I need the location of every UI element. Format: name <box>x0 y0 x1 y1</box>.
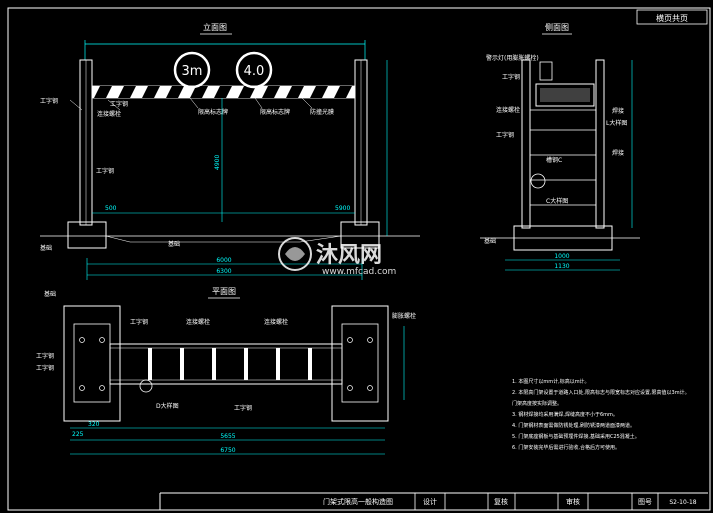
side-label-base: 基础 <box>484 237 496 245</box>
note-line: 4. 门架钢材表面需做防锈处理,刷防锈漆两道面漆两道。 <box>512 422 635 429</box>
note-line: 5. 门架底座钢板与基础预埋件焊接,基础采用C25混凝土。 <box>512 433 640 440</box>
plan-dim-6750: 6750 <box>220 447 235 454</box>
side-label-weld: 焊接 <box>612 107 624 115</box>
front-label-sign: 限高标志牌 <box>198 108 228 116</box>
side-label-c-detail: C大样图 <box>546 197 568 205</box>
plan-beam <box>109 343 343 385</box>
plan-label-i-beam-2: 工字钢 <box>36 352 54 360</box>
watermark-brand: 沐风网 <box>316 243 382 268</box>
plan-label-bolt-2: 连接螺栓 <box>264 318 288 326</box>
front-right-footing <box>340 221 380 249</box>
front-label-base: 基础 <box>168 240 180 248</box>
title-design-label: 设计 <box>423 497 437 506</box>
title-sheet-label: 图号 <box>638 498 652 506</box>
front-label-i-beam-2: 工字钢 <box>110 100 128 108</box>
front-dim-6000: 6000 <box>216 257 231 264</box>
watermark-url: www.mfcad.com <box>322 267 396 277</box>
side-label-bolt: 连接螺栓 <box>496 106 520 114</box>
front-dim-5900: 5900 <box>335 205 350 212</box>
front-label-anchor: 防撞光膜 <box>310 108 334 116</box>
plan-label-detail: D大样图 <box>156 402 179 410</box>
title-sheet-no: S2-10-18 <box>669 499 696 506</box>
front-dim-4900: 4900 <box>214 155 221 170</box>
front-left-footing <box>67 221 107 249</box>
plan-label-bolt: 连接螺栓 <box>186 318 210 326</box>
side-label-i-beam: 工字钢 <box>502 73 520 81</box>
plan-detail-circle <box>139 379 153 393</box>
side-left-post <box>521 59 531 229</box>
note-line: 门架高度按实际调整。 <box>512 400 562 407</box>
front-view-title: 立面图 <box>203 22 227 32</box>
note-line: 2. 本限高门架设置于道路入口处,限高标志与限宽标志对应设置,限高值以3m计。 <box>512 389 690 396</box>
plan-right-footing <box>331 305 389 422</box>
plan-dim-225: 225 <box>72 431 84 438</box>
front-label-i-beam: 工字钢 <box>40 97 58 105</box>
plan-label-i-beam: 工字钢 <box>130 318 148 326</box>
height-limit-sign <box>173 51 211 89</box>
plan-label-base: 基础 <box>44 290 56 298</box>
front-dim-6300: 6300 <box>216 268 231 275</box>
side-dim-1000: 1000 <box>554 253 569 260</box>
watermark: 沐风网 www.mfcad.com <box>278 237 396 277</box>
note-line: 6. 门架安装完毕后需进行验收,合格后方可使用。 <box>512 444 620 451</box>
plan-view-title: 平面图 <box>212 287 236 296</box>
plan-label-anchor: 膨胀螺栓 <box>392 312 416 320</box>
plan-dim-5655: 5655 <box>220 433 235 440</box>
plan-stiffeners <box>148 348 312 380</box>
side-label-channel: 槽钢C <box>546 156 562 164</box>
side-right-post <box>595 59 605 229</box>
front-dim-500: 500 <box>105 205 117 212</box>
title-review-label: 复核 <box>494 497 508 506</box>
side-view-title: 侧面图 <box>545 22 569 32</box>
plan-dim-320: 320 <box>88 421 100 428</box>
side-label-top-note: 警示灯(用膨胀螺栓) <box>486 54 539 62</box>
side-label-i-beam-2: 工字钢 <box>496 131 514 139</box>
crossbeam-stripes <box>94 86 352 98</box>
side-beam-box <box>535 83 595 107</box>
side-warning-lamp <box>539 61 553 81</box>
weight-sign-value: 4.0 <box>244 64 265 79</box>
note-line: 3. 钢材焊接均采用满焊,焊缝高度不小于6mm。 <box>512 411 618 418</box>
side-dim-1130: 1130 <box>554 263 569 270</box>
front-label-bolt: 连接螺栓 <box>97 110 121 118</box>
front-label-sign-2: 限高标志牌 <box>260 108 290 116</box>
title-drawing-name: 门架式限高一般构造图 <box>323 497 393 506</box>
title-block: 门架式限高一般构造图 设计 复核 审核 图号 S2-10-18 <box>159 492 708 510</box>
side-detail-circle <box>530 173 546 189</box>
weight-limit-sign <box>235 51 273 89</box>
front-label-ground: 基础 <box>40 244 52 252</box>
plan-left-footing <box>63 305 121 422</box>
side-label-weld-2: 焊接 <box>612 149 624 157</box>
drawing-frame <box>7 7 711 511</box>
note-line: 1. 本图尺寸以mm计,标高以m计。 <box>512 378 590 385</box>
height-sign-value: 3m <box>182 64 203 79</box>
plan-label-i-beam-4: 工字钢 <box>36 364 54 372</box>
plan-bolt-holes <box>79 337 373 391</box>
road-profile <box>105 235 342 243</box>
corner-tag: 横页共页 <box>656 13 688 23</box>
side-label-l-detail: L大样图 <box>606 119 627 127</box>
notes-block: 1. 本图尺寸以mm计,标高以m计。 2. 本限高门架设置于道路入口处,限高标志… <box>512 378 690 451</box>
plan-label-i-beam-3: 工字钢 <box>234 404 252 412</box>
title-check-label: 审核 <box>566 497 580 506</box>
corner-tag-box <box>636 9 708 25</box>
front-label-i-beam-3: 工字钢 <box>96 167 114 175</box>
